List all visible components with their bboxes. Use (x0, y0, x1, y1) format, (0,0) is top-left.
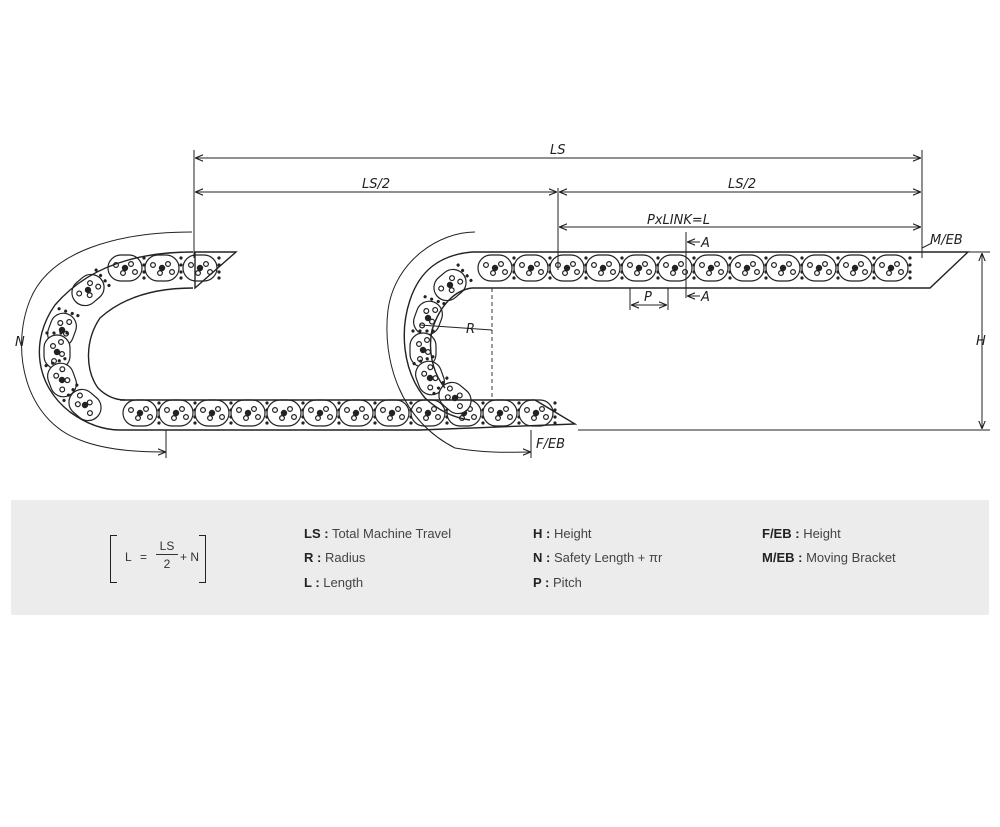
formula-plus-n: + N (180, 550, 200, 564)
legend-item-feb: F/EB : Height (762, 526, 841, 541)
legend-text: Length (323, 575, 364, 590)
chain-link (374, 399, 413, 427)
legend-item-ls: LS : Total Machine Travel (304, 526, 451, 541)
formula-l: L (125, 550, 132, 564)
legend-item-r: R : Radius (304, 550, 365, 565)
ls-half-right-label: LS/2 (728, 177, 756, 192)
chain-link (71, 268, 111, 307)
legend-key: LS : (304, 526, 329, 541)
chain-link (158, 399, 197, 427)
legend-key: R : (304, 550, 322, 565)
chain-link (433, 263, 473, 302)
chain-link (801, 254, 840, 282)
legend-key: L : (304, 575, 320, 590)
legend-text: Moving Bracket (806, 550, 896, 565)
chain-link (266, 399, 305, 427)
chain-link (729, 254, 768, 282)
legend-text: Radius (324, 550, 366, 565)
chain-link (477, 254, 516, 282)
legend-key: M/EB : (762, 550, 803, 565)
formula-fraction: LS 2 (156, 539, 178, 571)
legend-item-l: L : Length (304, 575, 363, 590)
chain-link (182, 254, 221, 282)
chain-link (413, 295, 446, 336)
chain-links (43, 254, 912, 427)
ls-label: LS (550, 143, 566, 158)
chain-link (107, 254, 146, 282)
legend-text: Pitch (553, 575, 582, 590)
formula-right-bracket (199, 535, 206, 583)
chain-link (549, 254, 588, 282)
chain-link (338, 399, 377, 427)
legend-item-meb: M/EB : Moving Bracket (762, 550, 896, 565)
legend-item-p: P : Pitch (533, 575, 582, 590)
chain-link (412, 355, 445, 396)
formula-numerator: LS (156, 539, 178, 555)
r-label: R (466, 322, 475, 337)
ls-half-left-label: LS/2 (362, 177, 390, 192)
legend-text: Safety Length + πr (553, 550, 663, 565)
chain-link (873, 254, 912, 282)
legend-text: Height (553, 526, 592, 541)
p-label: P (644, 290, 652, 305)
cable-carrier-diagram: LS LS/2 LS/2 PxLINK=L A A P R N H M/EB F… (15, 143, 990, 458)
feb-label: F/EB (536, 437, 565, 452)
h-label: H (976, 334, 986, 349)
chain-link (513, 254, 552, 282)
pxlink-label: PxLINK=L (647, 213, 710, 228)
chain-link (62, 383, 102, 422)
chain-outline (38, 251, 970, 431)
legend-key: N : (533, 550, 551, 565)
chain-link (43, 331, 71, 370)
chain-link (302, 399, 341, 427)
chain-link (585, 254, 624, 282)
legend-item-n: N : Safety Length + πr (533, 550, 662, 565)
legend-text: Total Machine Travel (331, 526, 452, 541)
length-formula: L = LS 2 + N (110, 535, 206, 583)
legend-panel (11, 500, 989, 615)
chain-link (518, 399, 557, 427)
legend-item-h: H : Height (533, 526, 592, 541)
legend-key: F/EB : (762, 526, 800, 541)
chain-link (230, 399, 269, 427)
chain-link (693, 254, 732, 282)
formula-left-bracket (110, 535, 117, 583)
legend-key: H : (533, 526, 551, 541)
legend-key: P : (533, 575, 550, 590)
dimension-lines (21, 150, 990, 458)
meb-label: M/EB (930, 233, 963, 248)
n-label: N (15, 335, 25, 350)
chain-link (144, 254, 183, 282)
chain-link (837, 254, 876, 282)
chain-link (482, 399, 521, 427)
a-bottom-label: A (700, 290, 710, 305)
dimension-labels: LS LS/2 LS/2 PxLINK=L A A P R N H M/EB F… (15, 143, 986, 452)
chain-link (409, 329, 437, 368)
chain-link (194, 399, 233, 427)
formula-eq: = (140, 550, 148, 564)
formula-denominator: 2 (163, 557, 171, 571)
legend-text: Height (803, 526, 841, 541)
a-top-label: A (700, 236, 710, 251)
chain-link (122, 399, 161, 427)
chain-link (657, 254, 696, 282)
chain-link (621, 254, 660, 282)
chain-link (765, 254, 804, 282)
